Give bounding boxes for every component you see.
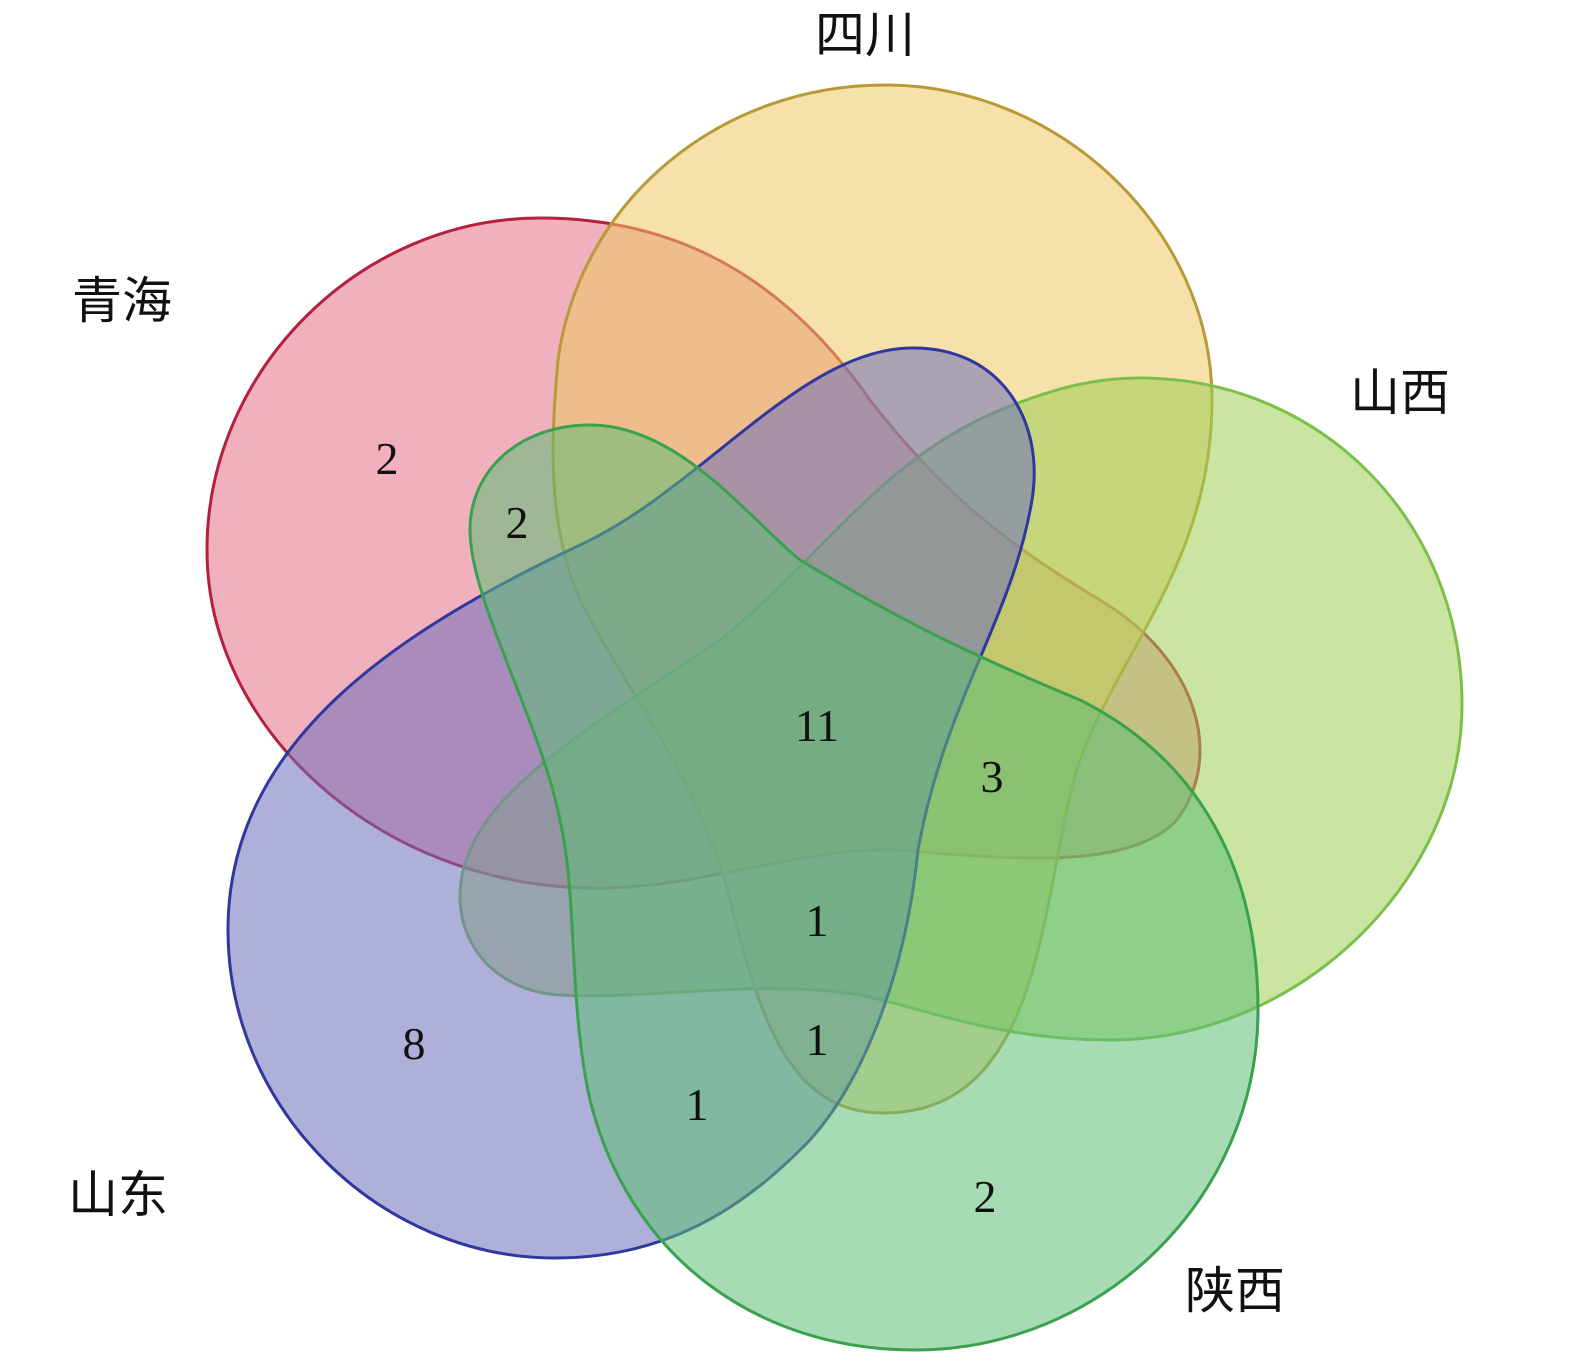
set-label-shaanxi: 陕西	[1185, 1262, 1285, 1320]
set-shaanxi	[468, 423, 1260, 1352]
set-label-sichuan: 四川	[815, 6, 915, 64]
count-four-set: 3	[981, 751, 1004, 802]
count-shandong-only: 8	[403, 1018, 426, 1069]
count-all-five: 11	[795, 700, 839, 751]
set-label-shanxi: 山西	[1350, 364, 1450, 422]
set-label-qinghai: 青海	[72, 272, 172, 330]
count-shaanxi-only: 2	[974, 1171, 997, 1222]
count-qinghai-sichuan-shaanxi: 2	[506, 497, 529, 548]
set-label-shandong: 山东	[68, 1166, 168, 1224]
count-shandong-shaanxi: 1	[686, 1079, 709, 1130]
count-sichuan-shandong-shaanxi: 1	[806, 1014, 829, 1065]
count-qinghai-only: 2	[376, 433, 399, 484]
count-center-lower: 1	[806, 895, 829, 946]
